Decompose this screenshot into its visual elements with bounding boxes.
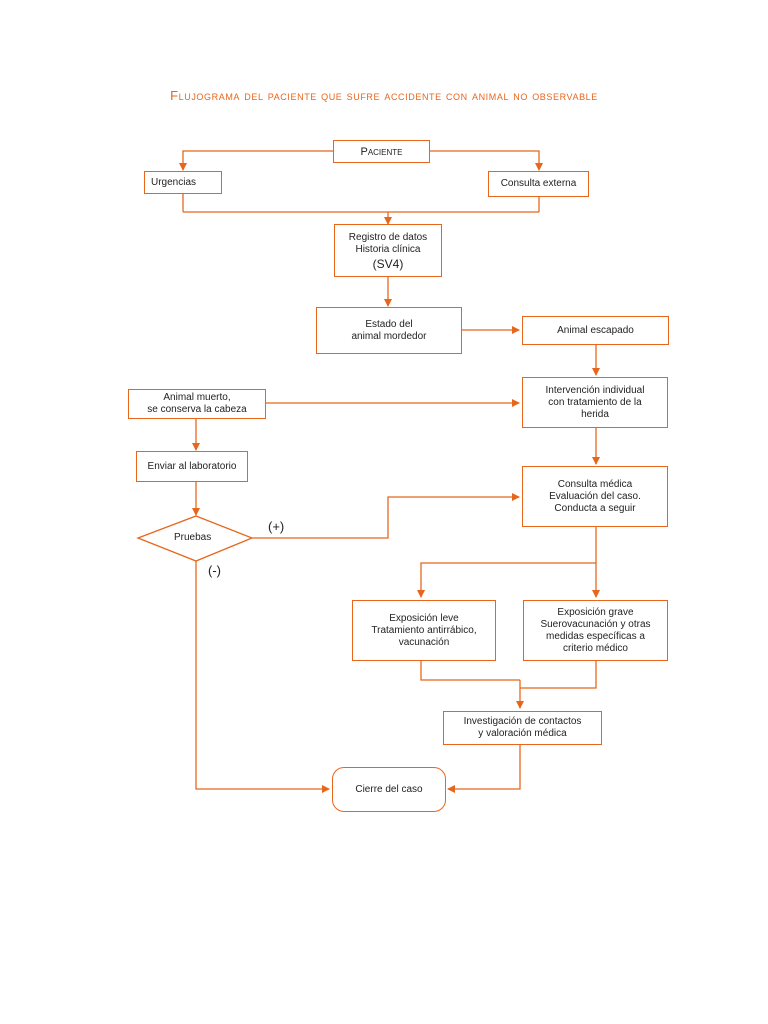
node-consulta-externa: Consulta externa <box>488 171 589 197</box>
node-investigacion: Investigación de contactos y valoración … <box>443 711 602 745</box>
node-intervencion-label: Intervención individual con tratamiento … <box>545 384 645 420</box>
pruebas-label: Pruebas <box>174 532 212 543</box>
connector-paciente-urgencias <box>179 150 333 171</box>
node-enviar-laboratorio-label: Enviar al laboratorio <box>147 460 237 472</box>
node-consulta-medica-label: Consulta médica Evaluación del caso. Con… <box>549 478 641 514</box>
node-animal-muerto: Animal muerto, se conserva la cabeza <box>128 389 266 419</box>
node-cierre-label: Cierre del caso <box>355 783 423 795</box>
node-registro-label: Registro de datos Historia clínica <box>348 231 428 255</box>
connector-investigacion-cierre <box>447 745 521 793</box>
connector-grave-merge <box>520 661 597 689</box>
node-registro: Registro de datos Historia clínica (SV4) <box>334 224 442 277</box>
node-exposicion-leve-label: Exposición leve Tratamiento antirrábico,… <box>371 612 477 648</box>
node-exposicion-grave: Exposición grave Suerovacunación y otras… <box>523 600 668 661</box>
connector-pruebas-positive <box>252 493 520 539</box>
connector-branch-leve <box>417 562 596 598</box>
node-paciente-label: Paciente <box>360 145 403 158</box>
node-enviar-laboratorio: Enviar al laboratorio <box>136 451 248 482</box>
positive-label: (+) <box>268 519 285 534</box>
connector-paciente-consulta <box>430 150 543 171</box>
node-animal-escapado: Animal escapado <box>522 316 669 345</box>
connector-leve-merge <box>420 661 520 681</box>
node-estado: Estado del animal mordedor <box>316 307 462 354</box>
node-cierre: Cierre del caso <box>332 767 446 812</box>
node-animal-muerto-label: Animal muerto, se conserva la cabeza <box>147 392 247 415</box>
node-exposicion-grave-label: Exposición grave Suerovacunación y otras… <box>540 606 651 654</box>
node-urgencias-label: Urgencias <box>151 176 197 188</box>
node-consulta-medica: Consulta médica Evaluación del caso. Con… <box>522 466 668 527</box>
pruebas-diamond <box>136 515 254 562</box>
node-paciente: Paciente <box>333 140 430 163</box>
node-animal-escapado-label: Animal escapado <box>557 324 634 336</box>
diagram-title: Flujograma del paciente que sufre accide… <box>170 88 598 103</box>
negative-label: (-) <box>208 563 221 578</box>
node-registro-code: (SV4) <box>372 256 404 271</box>
node-estado-label: Estado del animal mordedor <box>351 318 427 342</box>
node-urgencias: Urgencias <box>144 171 222 194</box>
node-investigacion-label: Investigación de contactos y valoración … <box>463 716 582 739</box>
connector-pruebas-negative <box>195 560 330 793</box>
node-intervencion: Intervención individual con tratamiento … <box>522 377 668 428</box>
node-consulta-externa-label: Consulta externa <box>500 178 577 189</box>
node-exposicion-leve: Exposición leve Tratamiento antirrábico,… <box>352 600 496 661</box>
